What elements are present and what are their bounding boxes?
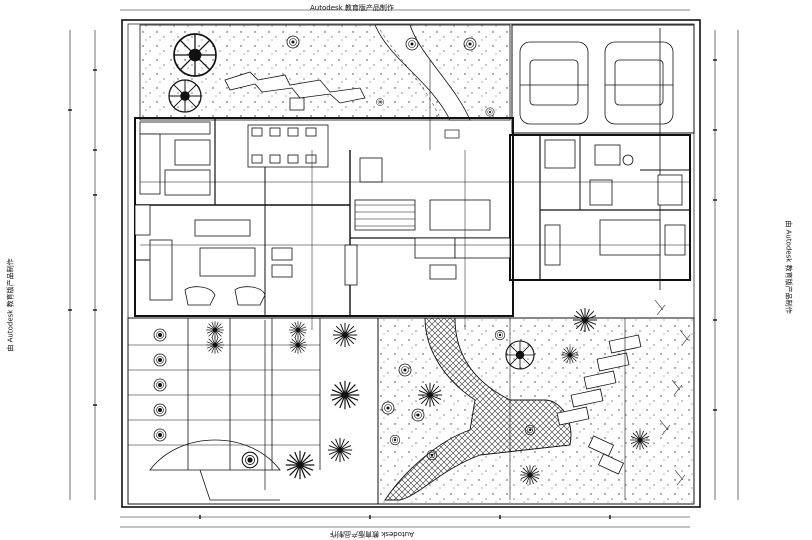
tree-symbol-icon [560, 345, 580, 365]
shrub-symbol-icon [153, 353, 167, 367]
tree-symbol-icon [288, 335, 308, 355]
back-courtyard [127, 317, 379, 505]
tree-symbol-icon [417, 382, 443, 408]
shrub-symbol-icon [153, 328, 167, 342]
tree-symbol-icon [172, 32, 218, 78]
shrub-symbol-icon [153, 403, 167, 417]
tree-symbol-icon [519, 464, 541, 486]
rear-garden [377, 299, 695, 505]
tree-symbol-icon [205, 320, 225, 340]
shrub-symbol-icon [241, 451, 259, 469]
tree-symbol-icon [285, 450, 315, 480]
side-service-strip [134, 204, 151, 236]
car-icon [604, 41, 674, 125]
tree-symbol-icon [327, 437, 353, 463]
car-icon [519, 41, 589, 125]
front-garden [139, 24, 511, 150]
dimension-lines [68, 9, 739, 528]
tree-symbol-icon [572, 307, 598, 333]
watermark-top: Autodesk 教育版产品制作 [310, 4, 394, 12]
stepping-stone-icon [224, 71, 366, 111]
axis-lines [140, 150, 690, 330]
tree-symbol-icon [332, 322, 358, 348]
stepping-stone-icon [556, 334, 642, 475]
shrub-symbol-icon [153, 428, 167, 442]
tree-symbol-icon [205, 335, 225, 355]
tree-symbol-icon [629, 429, 651, 451]
shrub-symbol-icon [153, 378, 167, 392]
tree-symbol-icon [330, 380, 360, 410]
interior-furniture [139, 121, 686, 306]
tree-symbol-icon [168, 79, 202, 113]
tree-symbol-icon [288, 320, 308, 340]
